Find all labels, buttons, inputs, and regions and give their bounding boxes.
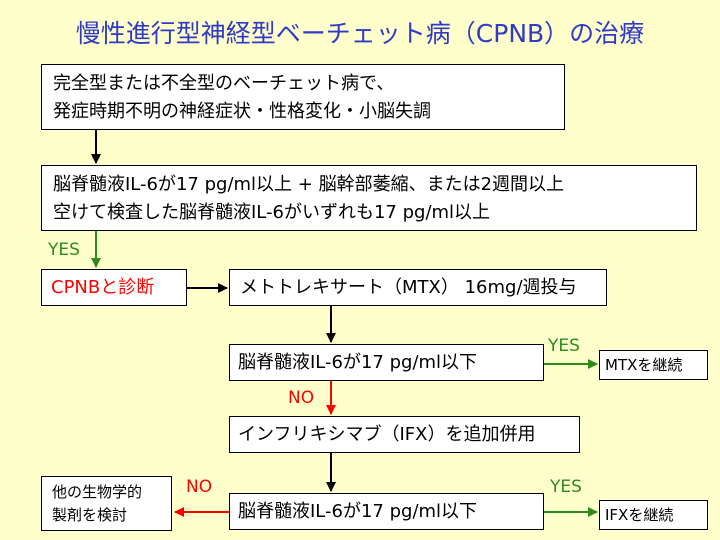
start-box: 完全型または不全型のベーチェット病で、 発症時期不明の神経症状・性格変化・小脳失… xyxy=(41,64,565,130)
other-line-1: 他の生物学的 xyxy=(52,483,143,501)
criteria-line-1: 脳脊髄液IL-6が17 pg/ml以上 + 脳幹部萎縮、または2週間以上 xyxy=(53,174,565,195)
yes-label-continue-mtx: YES xyxy=(548,336,580,356)
diagnosis-box: CPNBと診断 xyxy=(41,269,187,306)
no-label-ifx: NO xyxy=(288,388,315,408)
start-line-2: 発症時期不明の神経症状・性格変化・小脳失調 xyxy=(53,101,431,122)
no-label-other: NO xyxy=(186,477,213,497)
continue-ifx-box: IFXを継続 xyxy=(599,500,708,530)
criteria-line-2: 空けて検査した脳脊髄液IL-6がいずれも17 pg/ml以上 xyxy=(53,202,491,223)
mtx-box: メトトレキサート（MTX） 16mg/週投与 xyxy=(229,269,607,306)
other-biologics-box: 他の生物学的 製剤を検討 xyxy=(41,476,172,531)
page-title: 慢性進行型神経型ベーチェット病（CPNB）の治療 xyxy=(75,19,645,48)
yes-label-diagnosis: YES xyxy=(48,240,80,260)
other-line-2: 製剤を検討 xyxy=(52,506,128,524)
criteria-box: 脳脊髄液IL-6が17 pg/ml以上 + 脳幹部萎縮、または2週間以上 空けて… xyxy=(41,165,697,231)
check2-box: 脳脊髄液IL-6が17 pg/ml以下 xyxy=(229,493,544,530)
start-line-1: 完全型または不全型のベーチェット病で、 xyxy=(53,73,395,94)
continue-mtx-box: MTXを継続 xyxy=(599,350,708,380)
ifx-box: インフリキシマブ（IFX）を追加併用 xyxy=(229,416,580,453)
yes-label-continue-ifx: YES xyxy=(550,477,582,497)
check1-box: 脳脊髄液IL-6が17 pg/ml以下 xyxy=(229,344,544,381)
